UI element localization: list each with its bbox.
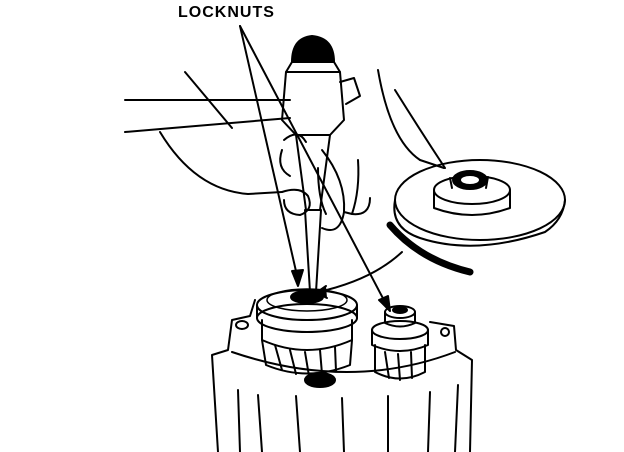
inset-pointer-arrow bbox=[315, 251, 403, 299]
mainshaft-locknut-assembly bbox=[256, 288, 358, 377]
hammer bbox=[281, 35, 361, 211]
detail-inset bbox=[377, 69, 566, 276]
locknuts-callout: LOCKNUTS bbox=[178, 4, 275, 21]
countershaft-locknut-assembly bbox=[371, 305, 429, 381]
transmission-housing bbox=[211, 299, 473, 452]
staking-punch bbox=[304, 209, 322, 293]
callout-leaders bbox=[239, 25, 391, 312]
